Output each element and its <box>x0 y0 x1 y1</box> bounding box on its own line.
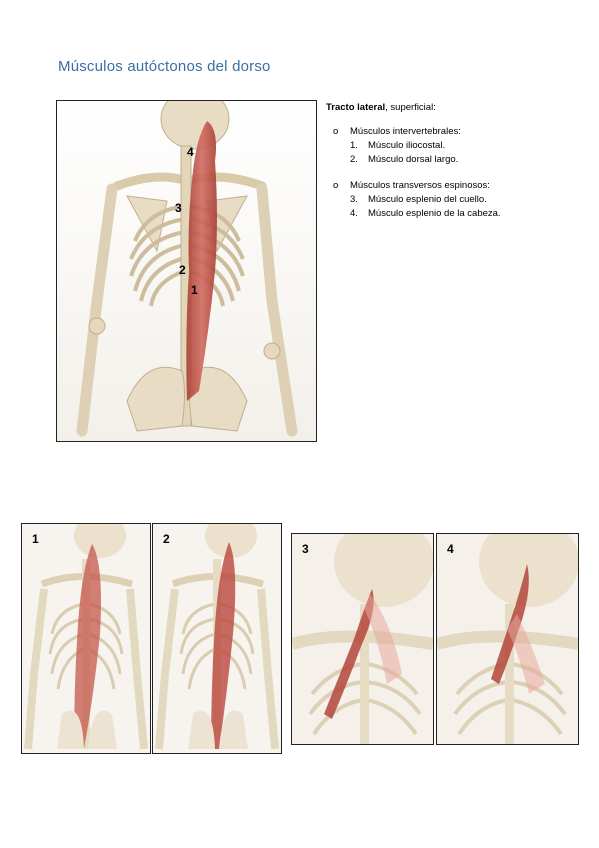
panel-label: 2 <box>163 532 170 546</box>
legend-item: 2.Músculo dorsal largo. <box>350 154 459 165</box>
main-skeleton-figure: 4 3 2 1 <box>56 100 317 442</box>
panel-label: 1 <box>32 532 39 546</box>
group-label: Músculos intervertebrales: <box>350 126 461 137</box>
group-label: Músculos transversos espinosos: <box>350 180 490 191</box>
skeleton-back-illustration <box>57 101 316 441</box>
legend-item: 4.Músculo esplenio de la cabeza. <box>350 208 501 219</box>
legend-item: 1.Músculo iliocostal. <box>350 140 446 151</box>
bullet-icon: o <box>333 126 339 137</box>
legend-group-intervertebrales: o Músculos intervertebrales: 1.Músculo i… <box>326 125 586 167</box>
panel-3-esplenio-cuello: 3 <box>291 533 434 745</box>
panel-2-dorsal-largo: 2 <box>152 523 282 754</box>
legend-heading: Tracto lateral, superficial: <box>326 102 436 113</box>
panel-label: 3 <box>302 542 309 556</box>
muscle-label-3: 3 <box>175 201 182 215</box>
bullet-icon: o <box>333 180 339 191</box>
muscle-label-2: 2 <box>179 263 186 277</box>
page-title: Músculos autóctonos del dorso <box>58 58 271 75</box>
legend-item: 3.Músculo esplenio del cuello. <box>350 194 487 205</box>
panel-1-iliocostal: 1 <box>21 523 151 754</box>
legend-group-transversos: o Músculos transversos espinosos: 3.Músc… <box>326 179 586 221</box>
muscle-label-1: 1 <box>191 283 198 297</box>
panel-4-esplenio-cabeza: 4 <box>436 533 579 745</box>
muscle-label-4: 4 <box>187 145 194 159</box>
panel-label: 4 <box>447 542 454 556</box>
legend-text: Tracto lateral, superficial: o Músculos … <box>326 101 586 233</box>
